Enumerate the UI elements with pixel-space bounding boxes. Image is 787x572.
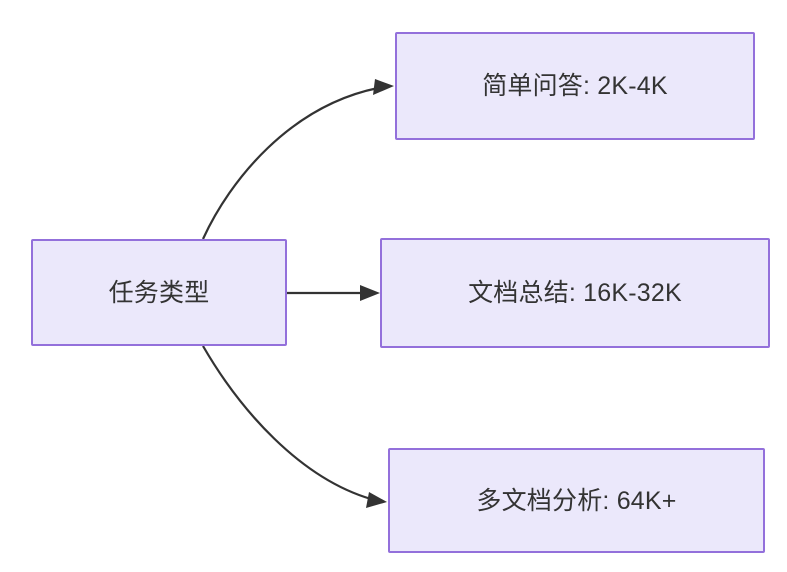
arrow-head-doc-summary	[360, 285, 380, 301]
node-multi-doc[interactable]: 多文档分析: 64K+	[388, 448, 765, 553]
node-doc-summary[interactable]: 文档总结: 16K-32K	[380, 238, 770, 348]
arrow-head-simple-qa	[373, 79, 394, 95]
node-simple-qa[interactable]: 简单问答: 2K-4K	[395, 32, 755, 140]
edge-source-to-simple-qa	[201, 79, 394, 240]
edge-path-source-to-simple-qa	[201, 86, 379, 240]
node-label-doc-summary: 文档总结: 16K-32K	[468, 279, 682, 307]
edge-source-to-multi-doc	[202, 345, 387, 508]
edge-source-to-doc-summary	[287, 285, 380, 301]
edge-path-source-to-multi-doc	[202, 345, 372, 501]
node-task-type[interactable]: 任务类型	[31, 239, 287, 346]
arrow-head-multi-doc	[366, 492, 387, 508]
node-label-multi-doc: 多文档分析: 64K+	[476, 486, 677, 515]
node-label-task-type: 任务类型	[108, 278, 210, 307]
node-label-simple-qa: 简单问答: 2K-4K	[482, 72, 668, 100]
